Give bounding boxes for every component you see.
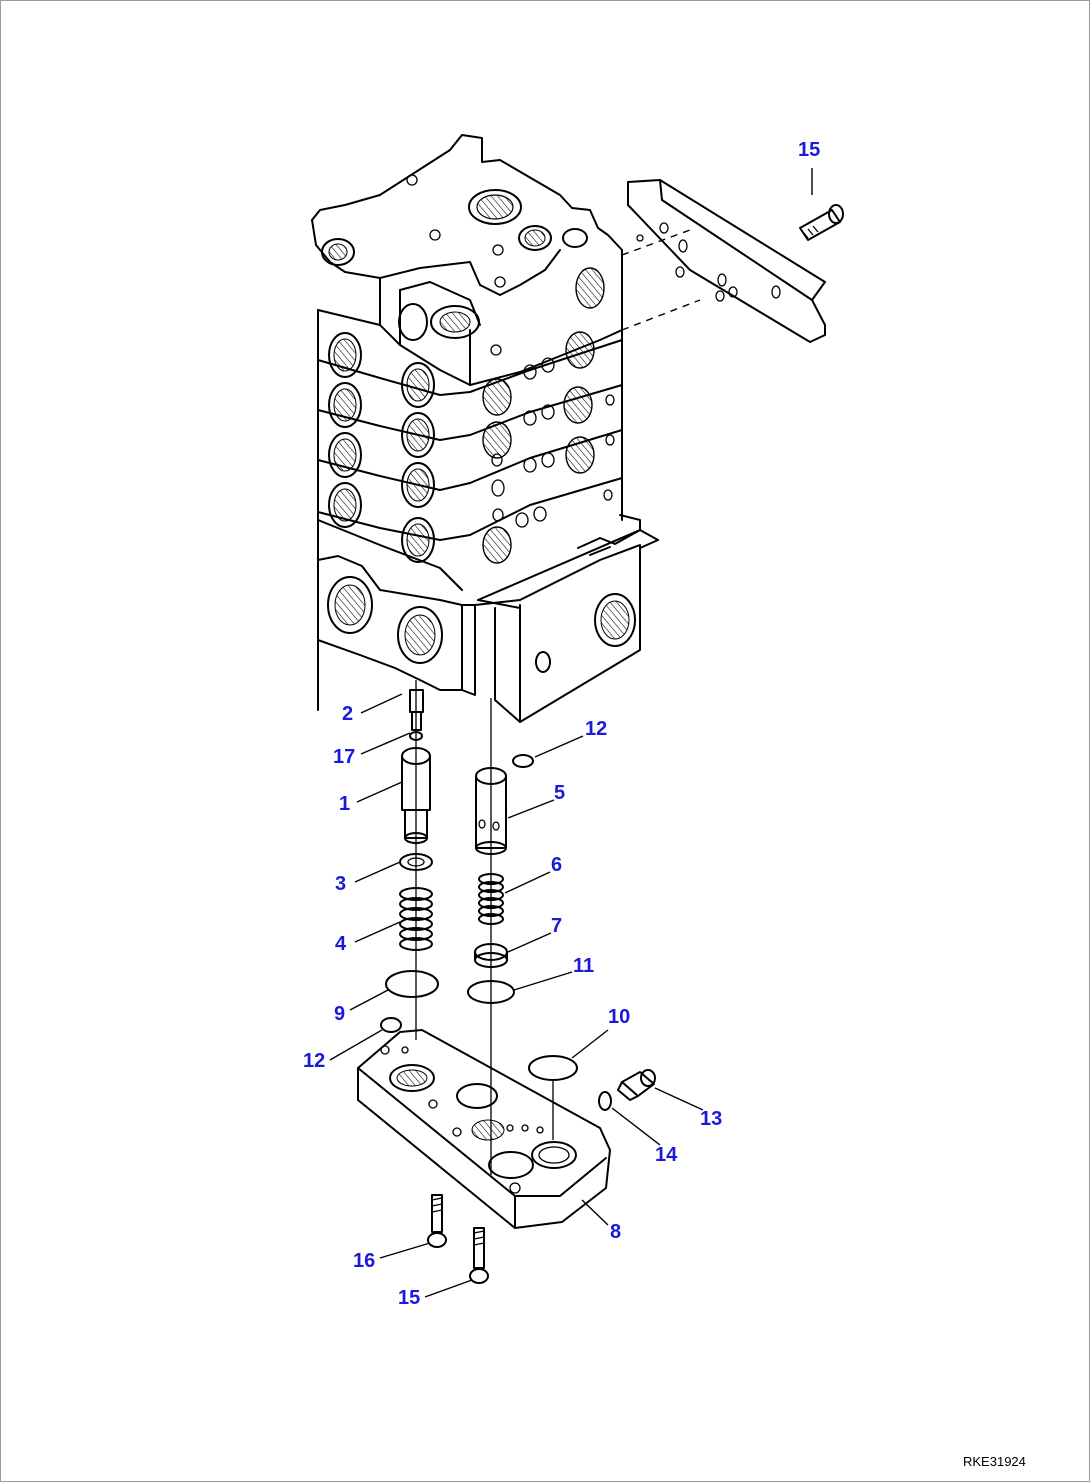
- o-ring-10: [528, 1055, 578, 1081]
- callout-4: 4: [335, 933, 347, 955]
- drawing-code: RKE31924: [963, 1454, 1026, 1469]
- callout-13: 13: [700, 1108, 722, 1130]
- callout-1: 1: [339, 793, 350, 815]
- callout-numbers: 15 2 17 12 1 5 3 6 4 7 11 9 10 12 13 14 …: [303, 139, 820, 1309]
- callout-5: 5: [554, 782, 565, 804]
- callout-15-top: 15: [798, 139, 820, 161]
- cover-plate: [357, 1029, 611, 1229]
- callout-6: 6: [551, 854, 562, 876]
- callout-10: 10: [608, 1006, 630, 1028]
- leader-lines: [329, 168, 813, 1298]
- plug-13: [617, 1069, 656, 1101]
- callout-16: 16: [353, 1250, 375, 1272]
- o-ring-12-lower: [380, 1017, 402, 1033]
- bolt-16: [427, 1194, 447, 1248]
- callout-7: 7: [551, 915, 562, 937]
- right-spool-stack: [467, 698, 534, 1175]
- left-spool-stack: [385, 680, 439, 1040]
- control-valve-body: [311, 134, 701, 723]
- bolt-15-bottom: [469, 1227, 489, 1284]
- callout-3: 3: [335, 873, 346, 895]
- callout-11: 11: [573, 955, 594, 977]
- mounting-bracket: [627, 179, 826, 343]
- callout-17: 17: [333, 746, 355, 768]
- callout-12-lower: 12: [303, 1050, 325, 1072]
- callout-2: 2: [342, 703, 353, 725]
- o-ring-14: [598, 1091, 612, 1111]
- callout-9: 9: [334, 1003, 345, 1025]
- callout-12-upper: 12: [585, 718, 607, 740]
- valve-body-ports: [321, 174, 636, 673]
- callout-14: 14: [655, 1144, 678, 1166]
- bolt-15-top: [799, 204, 844, 241]
- callout-8: 8: [610, 1221, 621, 1243]
- callout-15-bottom: 15: [398, 1287, 420, 1309]
